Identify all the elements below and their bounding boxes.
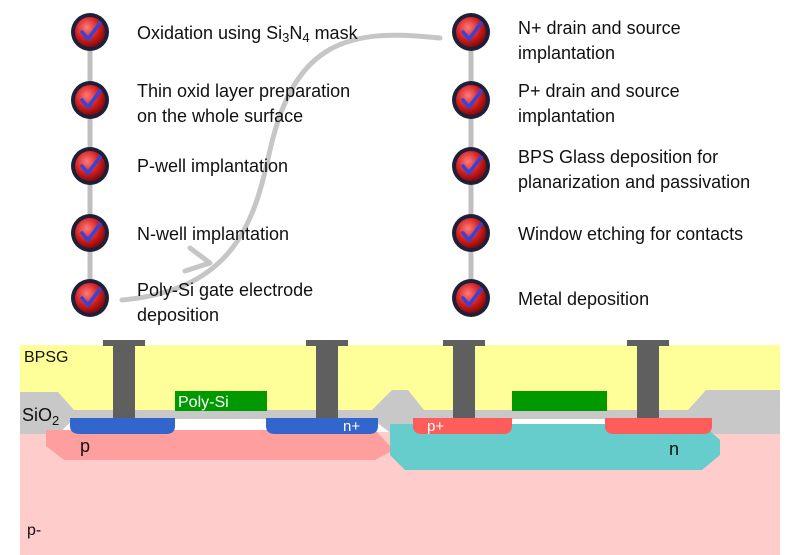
step-label: P-well implantation (137, 156, 288, 176)
sio2-layer (20, 390, 780, 434)
n-plus-region-left (70, 418, 175, 434)
step-list-right: N+ drain and source implantation P+ drai… (452, 13, 750, 317)
cross-section: BPSG SiO2 Poly-Si p n+ p+ n p- (20, 340, 780, 555)
metal-contacts (103, 340, 669, 418)
bpsg-label: BPSG (24, 349, 68, 366)
arrow-head (182, 245, 213, 274)
metal-contact (306, 340, 348, 418)
p-plus-label: p+ (427, 418, 444, 435)
step-label: P+ drain and source (518, 81, 680, 101)
step-item (71, 214, 109, 252)
poly-si-gate-right (512, 391, 607, 411)
sio2-label: SiO2 (22, 405, 59, 428)
step-label-line2: planarization and passivation (518, 172, 750, 192)
p-plus-region-left (413, 418, 512, 434)
checkmark-icon (71, 13, 109, 51)
step-item (452, 147, 490, 185)
n-well-region (390, 424, 720, 470)
checkmark-icon (452, 81, 490, 119)
step-label-line2: implantation (518, 43, 615, 63)
checkmark-icon (71, 279, 109, 317)
step-label: N-well implantation (137, 224, 289, 244)
step-item (71, 147, 109, 185)
metal-contact (627, 340, 669, 418)
step-label-line2: implantation (518, 106, 615, 126)
p-well-label: p (80, 436, 90, 456)
metal-contact (103, 340, 145, 418)
step-label: N+ drain and source (518, 18, 681, 38)
step-item (71, 13, 109, 51)
checkmark-icon (452, 214, 490, 252)
n-plus-label: n+ (343, 418, 360, 435)
checkmark-icon (452, 13, 490, 51)
p-well-region (46, 430, 390, 460)
step-item (452, 13, 490, 51)
checkmark-icon (71, 147, 109, 185)
poly-si-label: Poly-Si (178, 394, 229, 411)
step-label: Oxidation using Si3N4 mask (137, 23, 359, 45)
checkmark-icon (71, 214, 109, 252)
step-item (452, 214, 490, 252)
checkmark-icon (71, 81, 109, 119)
checkmark-icon (452, 147, 490, 185)
metal-contact (443, 340, 485, 418)
process-flow-arrow (119, 32, 443, 303)
step-label: Window etching for contacts (518, 224, 743, 244)
step-label: BPS Glass deposition for (518, 147, 718, 167)
substrate-label: p- (27, 522, 41, 539)
n-plus-region-right (266, 418, 378, 434)
checkmark-icon (452, 279, 490, 317)
step-item (71, 279, 109, 317)
p-plus-region-right (605, 418, 712, 434)
step-label-line2: deposition (137, 305, 219, 325)
step-list-left: Oxidation using Si3N4 mask Thin oxid lay… (71, 13, 359, 325)
step-label: Thin oxid layer preparation (137, 81, 350, 101)
step-item (452, 279, 490, 317)
step-label: Poly-Si gate electrode (137, 280, 313, 300)
n-well-label: n (669, 439, 679, 459)
poly-si-gate-left (175, 391, 267, 411)
step-item (71, 81, 109, 119)
step-label-line2: on the whole surface (137, 106, 303, 126)
step-label: Metal deposition (518, 289, 649, 309)
step-item (452, 81, 490, 119)
